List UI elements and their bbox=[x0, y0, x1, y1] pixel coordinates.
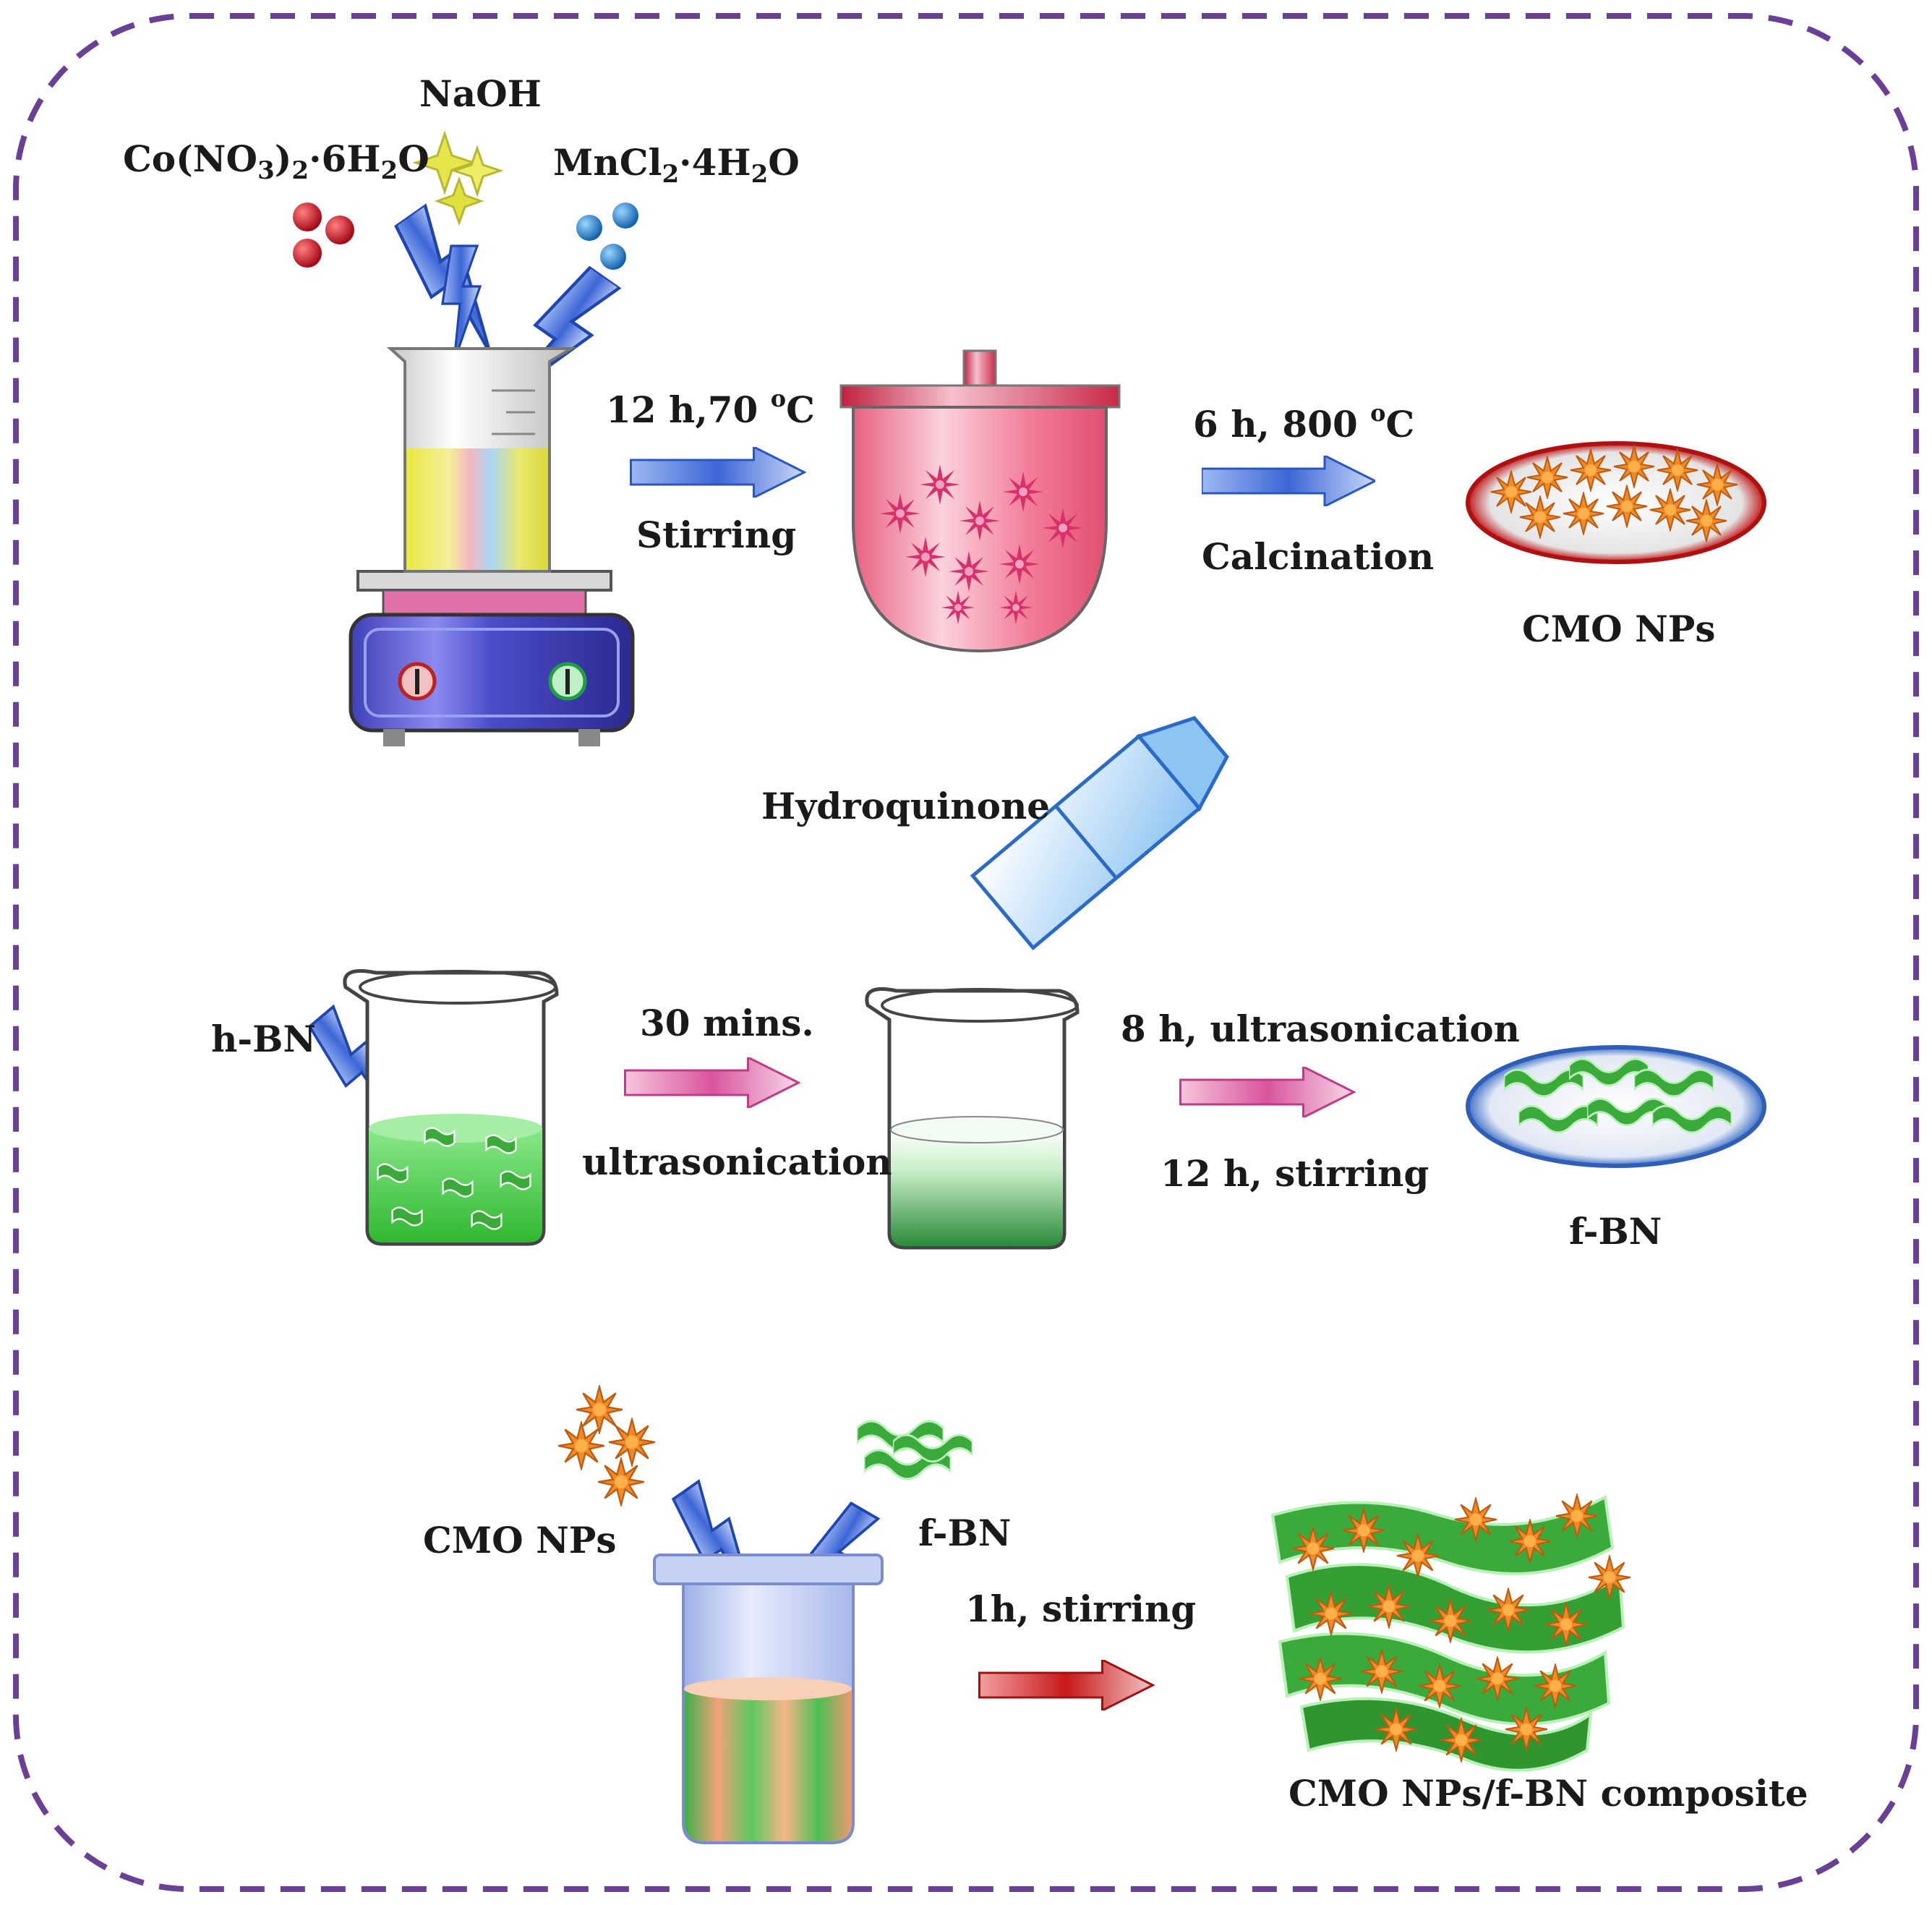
label-step2-condition: 6 h, 800 oC bbox=[1193, 399, 1415, 446]
add-naoh-bolt-icon bbox=[441, 244, 482, 363]
fbn-sheets-cluster bbox=[857, 1420, 973, 1480]
label-step4-condition1: 8 h, ultrasonication bbox=[1121, 1007, 1521, 1050]
label-input-fbn: f-BN bbox=[918, 1512, 1012, 1554]
mixing-beaker bbox=[653, 1554, 884, 1844]
label-step3-condition: 30 mins. bbox=[640, 1002, 814, 1044]
step1-arrow bbox=[629, 447, 806, 498]
label-fbn-product: f-BN bbox=[1569, 1210, 1662, 1253]
label-input-cmo-nps: CMO NPs bbox=[423, 1519, 617, 1561]
cmo-fbn-composite bbox=[1270, 1494, 1631, 1772]
label-naoh: NaOH bbox=[419, 72, 542, 115]
label-manganese-chloride: MnCl2·4H2O bbox=[553, 141, 800, 189]
label-cobalt-nitrate: Co(NO3)2·6H2O bbox=[123, 137, 429, 185]
label-step1-condition: 12 h,70 oC bbox=[606, 385, 815, 431]
label-step4-condition2: 12 h, stirring bbox=[1161, 1152, 1429, 1195]
hot-plate-stirrer bbox=[349, 570, 635, 746]
label-hbn: h-BN bbox=[211, 1018, 317, 1060]
naoh-crystals-icon bbox=[412, 130, 504, 226]
hbn-beaker bbox=[343, 969, 559, 1246]
cobalt-ions bbox=[293, 203, 354, 268]
label-step1-action: Stirring bbox=[636, 513, 797, 556]
fbn-beaker bbox=[865, 987, 1080, 1250]
fbn-dish bbox=[1466, 1045, 1766, 1168]
hydroquinone-capsule bbox=[970, 715, 1229, 951]
label-step5-condition: 1h, stirring bbox=[965, 1588, 1197, 1630]
autoclave-reactor bbox=[839, 349, 1121, 653]
label-cmo-nps-product: CMO NPs bbox=[1522, 608, 1716, 650]
step5-arrow bbox=[978, 1660, 1155, 1710]
dashed-border bbox=[13, 13, 1919, 1892]
label-hydroquinone: Hydroquinone bbox=[761, 785, 1051, 827]
reaction-beaker bbox=[386, 347, 577, 573]
step2-arrow bbox=[1202, 456, 1375, 506]
manganese-ions bbox=[576, 203, 638, 270]
label-composite-product: CMO NPs/f-BN composite bbox=[1288, 1772, 1808, 1815]
step4-arrow bbox=[1179, 1067, 1356, 1117]
cmo-nps-cluster bbox=[557, 1386, 656, 1506]
label-step3-action: ultrasonication bbox=[582, 1141, 892, 1183]
label-step2-action: Calcination bbox=[1202, 535, 1435, 578]
cmo-nps-dish bbox=[1466, 441, 1766, 564]
step3-arrow bbox=[623, 1057, 800, 1108]
